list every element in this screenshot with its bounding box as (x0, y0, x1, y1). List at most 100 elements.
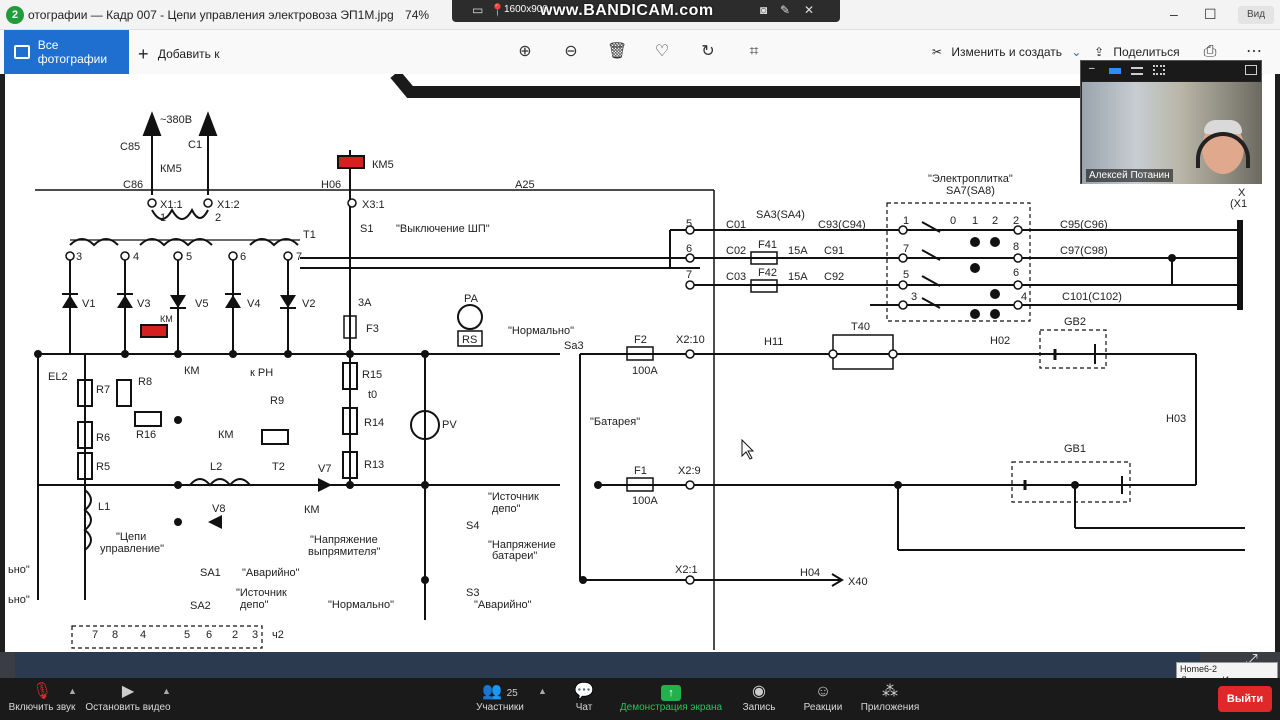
label-r13: R13 (364, 459, 384, 471)
unmute-button[interactable]: 🎙 Включить звук (6, 682, 78, 713)
stop-video-button[interactable]: ▶ Остановить видео (84, 682, 172, 713)
share-icon: ⇪ (1094, 45, 1105, 59)
participants-caret-icon[interactable]: ▲ (538, 686, 547, 696)
label-no-2: ьно" (8, 594, 30, 606)
chevron-down-icon: ⌄ (1071, 45, 1082, 59)
label-x1-1: Х1:1 (160, 199, 183, 211)
label-sw-1b: 1 (972, 215, 978, 227)
more-options-icon[interactable]: ⋯ (1246, 43, 1262, 60)
pin-icon[interactable]: 📍 (490, 3, 505, 17)
reactions-button[interactable]: ☺ Реакции (800, 682, 846, 713)
edit-tools-icon: ✂ (932, 45, 943, 59)
label-upravlenie: управление" (100, 543, 164, 555)
label-s1: S1 (360, 223, 373, 235)
label-tsepi: "Цепи (116, 531, 146, 543)
label-depo-2: депо" (240, 599, 269, 611)
label-sw-3: 3 (911, 291, 917, 303)
label-pin-5: 5 (184, 629, 190, 641)
label-x1-2: Х1:2 (217, 199, 240, 211)
participants-count: 25 (506, 688, 518, 699)
video-options-caret-icon[interactable]: ▲ (162, 686, 171, 696)
label-h03: Н03 (1166, 413, 1186, 425)
label-v5: V5 (195, 298, 208, 310)
minimize-icon[interactable]: – (1170, 6, 1178, 22)
share-screen-icon: ↑ (618, 682, 724, 702)
label-gb1: GB1 (1064, 443, 1086, 455)
zoom-in-icon[interactable]: ⊕ (518, 43, 532, 60)
rotate-icon[interactable]: ↻ (701, 43, 715, 60)
label-km-small: КМ (160, 314, 173, 324)
label-r14: R14 (364, 417, 384, 429)
smile-icon: ☺ (814, 683, 832, 700)
label-c97: С97(С98) (1060, 245, 1108, 257)
label-istochnik-1: "Источник (488, 491, 539, 503)
chat-icon: 💬 (574, 683, 594, 700)
participants-label: Участники (476, 702, 524, 713)
pencil-icon[interactable]: ✎ (780, 3, 791, 17)
close-icon[interactable]: ✕ (804, 3, 815, 17)
leave-meeting-button[interactable]: Выйти (1218, 686, 1272, 712)
print-icon[interactable]: ⎙ (1203, 43, 1217, 60)
label-two: 2 (215, 212, 221, 224)
label-km5-a: КМ5 (160, 163, 182, 175)
photo-canvas[interactable]: ~380В С85 С1 КМ5 С86 Х1:1 Х1:2 1 2 КМ5 Н… (5, 74, 1275, 652)
label-batareya: "Батарея" (590, 416, 640, 428)
label-pin-6: 6 (206, 629, 212, 641)
edit-create-button[interactable]: ✂ Изменить и создать ⌄ (932, 45, 1081, 59)
favorite-icon[interactable]: ♡ (654, 43, 670, 60)
label-one: 1 (160, 212, 166, 224)
label-t1: Т1 (303, 229, 316, 241)
label-tap-3: 3 (76, 251, 82, 263)
speaker-view-icon[interactable] (1109, 68, 1121, 74)
strip-view-icon[interactable] (1131, 67, 1143, 75)
apps-button[interactable]: ⁂ Приложения (858, 682, 922, 713)
label-f2: F2 (634, 334, 647, 346)
label-pin-8: 8 (112, 629, 118, 641)
exit-fullscreen-icon[interactable] (1245, 65, 1257, 75)
label-r6: R6 (96, 432, 110, 444)
add-to-button[interactable]: + Добавить к (138, 44, 219, 65)
share-button[interactable]: ⇪ Поделиться (1094, 45, 1180, 59)
gallery-view-icon[interactable] (1153, 65, 1165, 75)
crop-icon[interactable]: ⌗ (749, 43, 759, 60)
view-tab[interactable]: Вид (1238, 6, 1274, 24)
meeting-controls-bar: 🎙 Включить звук ▲ ▶ Остановить видео ▲ 👥… (0, 678, 1280, 720)
label-no-1: ьно" (8, 564, 30, 576)
label-c01: С01 (726, 219, 746, 231)
label-f41: F41 (758, 239, 777, 251)
window-frame-icon[interactable]: ▭ (472, 3, 484, 17)
mouse-cursor-icon (741, 438, 755, 460)
camera-icon[interactable]: ◙ (760, 3, 768, 17)
record-label: Запись (742, 702, 776, 713)
participants-button[interactable]: 👥 25 Участники (474, 682, 526, 713)
share-label: Поделиться (1113, 45, 1180, 59)
apps-label: Приложения (860, 702, 920, 713)
share-screen-button[interactable]: ↑ Демонстрация экрана (618, 682, 724, 713)
label-c95: С95(С96) (1060, 219, 1108, 231)
label-napr-bat: "Напряжение (488, 539, 556, 551)
microphone-muted-icon: 🎙 (31, 683, 53, 700)
chat-button[interactable]: 💬 Чат (568, 682, 600, 713)
canvas-bottom-strip: ⤢ (0, 652, 1280, 678)
film-strip[interactable] (15, 652, 1200, 678)
delete-icon[interactable]: 🗑 (607, 43, 628, 60)
label-elektroplitka: "Электроплитка" (928, 173, 1013, 185)
all-photos-button[interactable]: Все фотографии (4, 30, 129, 74)
zoom-out-icon[interactable]: ⊖ (564, 43, 578, 60)
minimize-video-icon[interactable]: – (1089, 63, 1095, 74)
label-r7: R7 (96, 384, 110, 396)
label-x2-9: Х2:9 (678, 465, 701, 477)
record-button[interactable]: ◉ Запись (738, 682, 780, 713)
label-ch2: ч2 (272, 629, 284, 641)
headset-icon (1196, 132, 1250, 168)
label-c85: С85 (120, 141, 140, 153)
plus-icon: + (138, 44, 149, 64)
participant-video-window[interactable]: – Алексей Потанин (1080, 60, 1262, 184)
label-batarei: батареи" (492, 550, 537, 562)
label-avariyno-1: "Аварийно" (242, 567, 300, 579)
label-v7: V7 (318, 463, 331, 475)
maximize-icon[interactable]: ☐ (1204, 6, 1217, 22)
audio-options-caret-icon[interactable]: ▲ (68, 686, 77, 696)
reactions-label: Реакции (803, 702, 843, 713)
label-km-a: КМ (184, 365, 200, 377)
